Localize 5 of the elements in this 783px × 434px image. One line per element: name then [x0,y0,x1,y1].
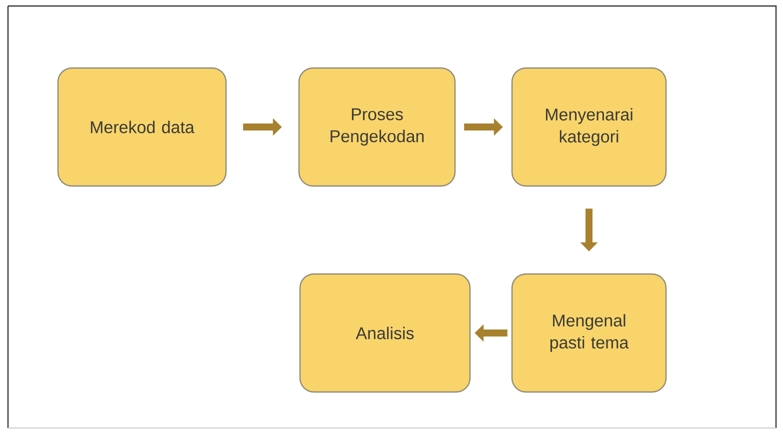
process-box: Proses Pengekodan [298,67,456,187]
process-box: Merekod data [57,67,227,187]
process-box: Analisis [299,273,471,393]
process-box: Menyenarai kategori [511,67,667,187]
process-box: Mengenal pasti tema [511,273,667,393]
